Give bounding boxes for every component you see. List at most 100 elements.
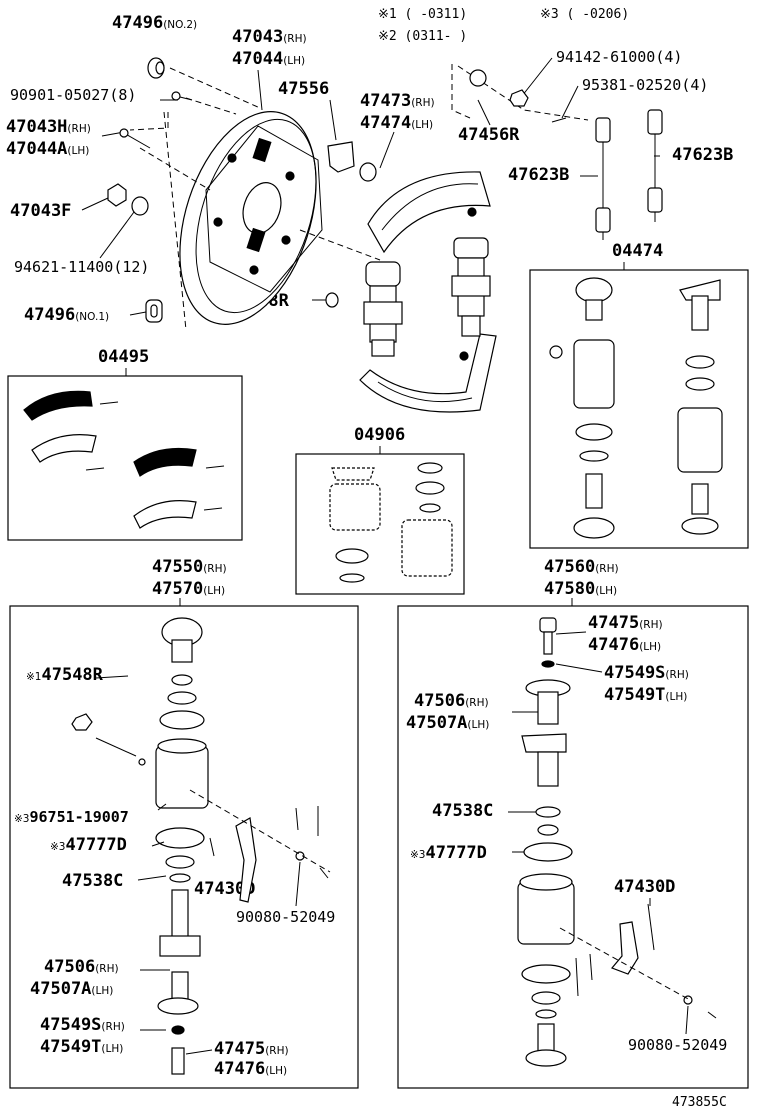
label-90080-right: 90080-52049 [628,1036,727,1054]
dash-line-2 [185,97,237,115]
label-47475-left: 47475(RH) [214,1039,289,1059]
dash-line-6 [457,65,589,121]
label-47044a: 47044A(LH) [6,139,89,159]
bolt-47043h [119,128,151,149]
note-2: ※2 (0311- ) [378,29,467,44]
kit-04495-parts [23,390,225,529]
leader-94621 [99,211,135,259]
nut-47456r [469,69,487,87]
label-94621: 94621-11400(12) [14,258,149,276]
label-47507a-right: 47507A(LH) [406,713,489,733]
bolt-90901 [171,91,193,101]
label-47476-right: 47476(LH) [588,635,661,655]
label-47474: 47474(LH) [360,113,433,133]
label-47556: 47556 [278,79,329,99]
label-47430d-right: 47430D [614,877,675,897]
leader-47549s-right [555,663,603,673]
nut-94142 [509,89,529,107]
leader-47777d-left [151,841,165,847]
nut-47548r-top [325,292,339,308]
leader-47538c-left [137,875,167,881]
label-90080-left: 90080-52049 [236,908,335,926]
spring-47623b-left [595,117,611,240]
nut-47043f [107,183,127,207]
dash-line-4 [163,111,187,331]
label-96751: ※396751-19007 [14,808,129,826]
label-95381: 95381-02520(4) [582,76,708,94]
plug-47496-no2 [147,57,165,79]
spring-47623b-right [647,109,663,222]
label-47777d-left: ※347777D [50,835,127,855]
label-47549t-right: 47549T(LH) [604,685,687,705]
leader-94142 [521,57,553,97]
dash-line-5 [139,147,211,191]
wheel-cylinder-right [451,237,491,337]
note-1: ※1 ( -0311) [378,7,467,22]
label-47623b-left: 47623B [508,165,569,185]
leader-47548r-left [95,675,129,679]
label-47580: 47580(LH) [544,579,617,599]
label-47496-no2: 47496(NO.2) [112,13,197,33]
label-47549t-left: 47549T(LH) [40,1037,123,1057]
label-04495: 04495 [98,347,149,367]
leader-95381 [561,85,579,119]
clip-47556 [327,141,355,173]
label-47548r-left: ※147548R [26,665,104,685]
label-47506-left: 47506(RH) [44,957,119,977]
label-47549s-right: 47549S(RH) [604,663,689,683]
label-47043-rh: 47043(RH) [232,27,307,47]
dash-right-assembly [559,927,691,1001]
label-47570: 47570(LH) [152,579,225,599]
label-47506-right: 47506(RH) [414,691,489,711]
leader-47475-right [555,631,587,635]
assembly-right-parts [517,617,717,1067]
pin-95381 [551,117,567,123]
kit-box-04906 [295,453,465,595]
leader-47475-left [185,1049,213,1055]
kit-04906-parts [329,462,453,583]
backing-plate [179,111,323,325]
label-47456r: 47456R [458,125,520,145]
diagram-code: 473855C [672,1095,727,1110]
leader-47456r [477,99,491,126]
label-90901: 90901-05027(8) [10,86,136,104]
assembly-left-parts [71,617,329,1075]
label-04906: 04906 [354,425,405,445]
label-47043f: 47043F [10,201,71,221]
label-47538c-right: 47538C [432,801,493,821]
bushing-47473 [359,162,377,182]
dash-line-7 [451,64,471,119]
plug-47496-no1 [145,299,163,323]
label-47549s-left: 47549S(RH) [40,1015,125,1035]
leader-47556 [329,99,337,141]
label-47507a-left: 47507A(LH) [30,979,113,999]
dash-line-3 [129,112,169,131]
kit-box-04495 [7,375,243,541]
label-47473: 47473(RH) [360,91,435,111]
dash-left-assembly [189,789,331,873]
label-47476-left: 47476(LH) [214,1059,287,1079]
label-47538c-left: 47538C [62,871,123,891]
label-47475-right: 47475(RH) [588,613,663,633]
leader-47473 [379,131,395,169]
dash-line-8 [299,229,381,261]
label-47777d-right: ※347777D [410,843,487,863]
leader-96751 [157,803,167,811]
wheel-cylinder-left [363,261,403,357]
label-47044-lh: 47044(LH) [232,49,305,69]
leader-47496-no1 [129,311,147,316]
label-04474: 04474 [612,241,663,261]
label-47496-no1: 47496(NO.1) [24,305,109,325]
label-47560: 47560(RH) [544,557,619,577]
label-47043h: 47043H(RH) [6,117,91,137]
leader-47043f [81,197,109,211]
note-3: ※3 ( -0206) [540,7,629,22]
label-94142: 94142-61000(4) [556,48,682,66]
label-47623b-right: 47623B [672,145,733,165]
label-47550: 47550(RH) [152,557,227,577]
dash-line-1 [169,67,261,109]
leader-90080-right [685,1005,689,1035]
brake-shoe-lower [359,333,497,413]
kit-box-04474 [529,269,749,549]
